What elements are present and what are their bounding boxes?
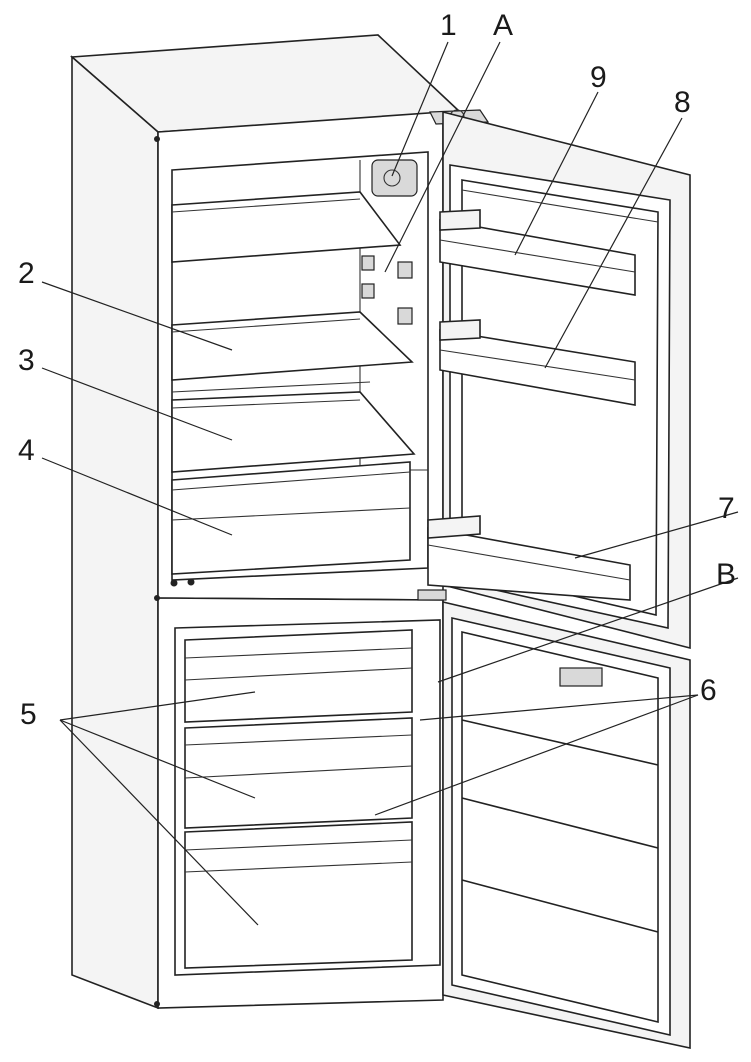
leader-5a — [59, 691, 256, 721]
leader-4 — [41, 457, 233, 536]
thermostat-light-unit — [371, 159, 418, 197]
drawer-edge — [171, 471, 411, 491]
drawer-edge — [184, 647, 413, 659]
shelf-support — [361, 283, 375, 299]
door-balcony-8 — [439, 329, 636, 406]
label-3: 3 — [18, 344, 35, 377]
label-9: 9 — [590, 61, 607, 94]
drawer-edge — [184, 734, 413, 746]
thermostat-knob — [383, 169, 401, 187]
leader-6b — [374, 694, 699, 816]
drawer-edge — [171, 507, 411, 521]
leader-lines — [41, 41, 739, 926]
shelf-edge — [171, 318, 361, 333]
leader-A — [384, 41, 501, 273]
drawer-edge — [184, 861, 413, 873]
balcony-side — [427, 515, 481, 539]
freezer-drawer-2 — [184, 717, 413, 829]
leader-6a — [419, 694, 699, 721]
shelf-support — [361, 255, 375, 271]
label-2: 2 — [18, 257, 35, 290]
leader-B — [437, 577, 739, 683]
shelf-edge — [171, 198, 361, 213]
label-6: 6 — [700, 674, 717, 707]
balcony-edge — [427, 544, 631, 581]
label-A: A — [493, 9, 513, 42]
control-panel — [559, 667, 603, 687]
screw — [154, 1001, 160, 1007]
shelf-bar — [171, 381, 371, 393]
control-button — [170, 579, 178, 587]
glass-shelf-top — [171, 191, 402, 263]
freezer-door-inner — [461, 630, 659, 1024]
freezer-compartment — [174, 619, 441, 976]
leader-2 — [41, 281, 233, 351]
door-rail — [461, 879, 659, 933]
leader-9 — [514, 91, 599, 256]
drawer-edge — [184, 765, 413, 779]
label-B: B — [716, 558, 736, 591]
door-balcony-9 — [439, 219, 636, 296]
balcony-side — [439, 319, 481, 341]
balcony-edge — [439, 349, 636, 381]
balcony-side — [439, 209, 481, 231]
drawer-edge — [184, 839, 413, 851]
shelf-edge — [171, 399, 361, 409]
drawer-edge — [184, 667, 413, 681]
label-8: 8 — [674, 86, 691, 119]
leader-8 — [544, 117, 683, 369]
shelf-support — [397, 307, 413, 325]
bottle-balcony-7 — [427, 527, 631, 601]
cabinet-left-side — [71, 55, 159, 1010]
screw — [154, 595, 160, 601]
control-button — [187, 578, 195, 586]
middle-hinge — [417, 589, 447, 601]
glass-shelf-2 — [171, 311, 414, 381]
crisper-drawer — [171, 461, 411, 575]
freezer-drawer-3 — [184, 821, 413, 969]
freezer-door — [442, 600, 691, 1049]
freezer-drawer-1 — [184, 629, 413, 723]
screw — [154, 136, 160, 142]
leader-3 — [41, 367, 233, 441]
door-rail — [461, 719, 659, 766]
leader-7 — [574, 511, 739, 559]
balcony-edge — [439, 239, 636, 273]
door-inner-edge — [461, 189, 659, 223]
door-rail — [461, 797, 659, 849]
callout-labels: 1 A 9 8 2 3 4 7 B 5 6 — [18, 9, 736, 731]
fridge-compartment — [171, 151, 429, 581]
glass-shelf-3 — [171, 391, 416, 473]
leader-5c — [59, 719, 259, 926]
leader-5b — [59, 719, 256, 799]
leader-1 — [391, 41, 449, 177]
fridge-door — [427, 110, 691, 650]
label-5: 5 — [20, 698, 37, 731]
shelf-support — [397, 261, 413, 279]
label-7: 7 — [718, 492, 735, 525]
label-4: 4 — [18, 434, 35, 467]
label-1: 1 — [440, 9, 457, 42]
